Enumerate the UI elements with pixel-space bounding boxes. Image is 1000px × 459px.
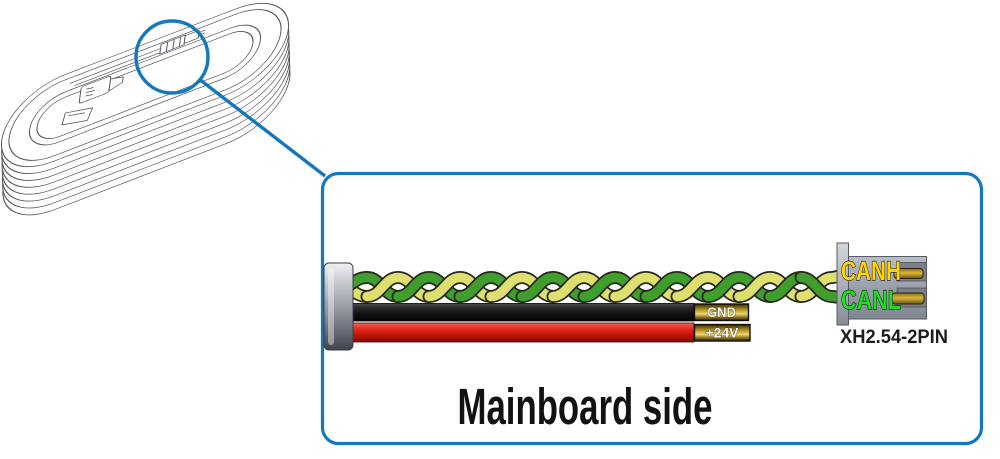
xh-connector: CANH CANL XH2.54-2PIN [836, 242, 948, 348]
red-wire [347, 322, 695, 343]
detail-panel: GND +24V CANH CANL XH2.54-2PIN Mainboard… [320, 171, 984, 446]
canh-pin-label: CANH [841, 256, 901, 286]
device-island-inner [36, 31, 254, 139]
device-wireframe [0, 0, 297, 233]
callout-circle [134, 19, 210, 95]
plus24v-terminal: +24V [693, 323, 751, 342]
callout-leader-line [197, 77, 327, 178]
connector-type-label: XH2.54-2PIN [840, 327, 948, 348]
black-wire [347, 303, 695, 322]
device-island-outer [29, 24, 261, 146]
panel-caption: Mainboard side [458, 378, 713, 435]
canl-pin-label: CANL [841, 285, 901, 315]
cable-ferrule [323, 262, 354, 351]
gnd-terminal-label: GND [707, 305, 736, 320]
device-cable-channel [61, 29, 206, 126]
callout [134, 19, 327, 178]
canh-pin [893, 268, 924, 279]
cable-wedge [61, 107, 94, 126]
canl-pin [891, 292, 925, 305]
plus24v-terminal-label: +24V [706, 326, 739, 341]
gnd-terminal: GND [693, 303, 750, 322]
twisted-pair-wires [344, 267, 858, 306]
device-rim-inner [8, 9, 282, 161]
